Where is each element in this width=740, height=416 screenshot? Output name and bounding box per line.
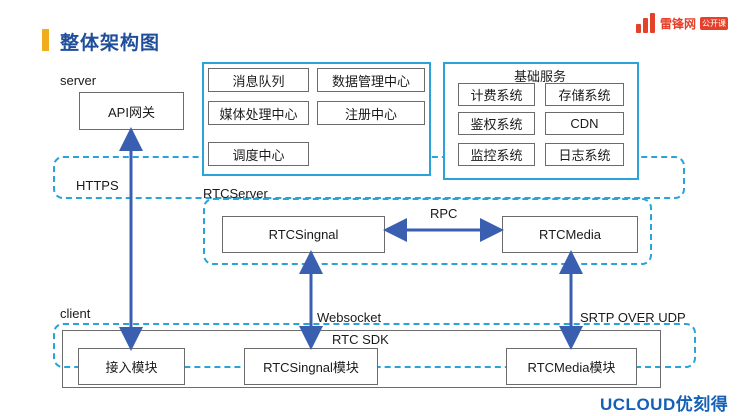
rpc-label: RPC (430, 206, 458, 221)
service-label: 日志系统 (558, 148, 611, 163)
rtc-media-label: RTCMedia (539, 227, 601, 242)
module-data-management: 数据管理中心 (317, 68, 425, 92)
service-billing: 计费系统 (458, 83, 535, 106)
media-module-label: RTCMedia模块 (527, 360, 616, 375)
server-label: server (60, 73, 97, 88)
module-label: 调度中心 (232, 147, 285, 163)
service-auth: 鉴权系统 (458, 112, 535, 135)
module-label: 数据管理中心 (331, 73, 410, 89)
service-label: 存储系统 (558, 88, 611, 103)
access-module-label: 接入模块 (105, 360, 158, 375)
basic-services-title: 基础服务 (514, 69, 567, 84)
api-gateway-label: API网关 (108, 104, 155, 120)
module-scheduler: 调度中心 (208, 142, 309, 166)
service-storage: 存储系统 (545, 83, 624, 106)
brand-logo: 雷锋网 公开课 (636, 12, 729, 34)
page-title: 整体架构图 (60, 33, 161, 54)
signal-module-label: RTCSingnal模块 (263, 360, 359, 375)
rtcserver-label: RTCServer (203, 186, 268, 201)
rtc-signal-box: RTCSingnal (222, 216, 385, 253)
client-label: client (60, 306, 91, 321)
signal-module-box: RTCSingnal模块 (244, 348, 378, 385)
module-message-queue: 消息队列 (208, 68, 309, 92)
module-label: 消息队列 (232, 73, 285, 89)
service-label: 监控系统 (470, 148, 523, 163)
service-label: CDN (570, 116, 599, 131)
title-accent-bar (42, 29, 49, 51)
module-label: 媒体处理中心 (219, 106, 298, 122)
service-label: 鉴权系统 (470, 117, 523, 132)
service-cdn: CDN (545, 112, 624, 135)
logo-badge: 公开课 (700, 16, 729, 30)
access-module-box: 接入模块 (78, 348, 185, 385)
logo-bars-icon (636, 13, 656, 33)
logo-text: 雷锋网 (660, 16, 697, 31)
module-registry: 注册中心 (317, 101, 425, 125)
rtc-media-box: RTCMedia (502, 216, 638, 253)
rtcserver-region (203, 198, 652, 265)
service-label: 计费系统 (470, 88, 523, 103)
rtc-signal-label: RTCSingnal (268, 227, 339, 242)
api-gateway-box: API网关 (79, 92, 184, 130)
websocket-label: Websocket (317, 310, 382, 325)
service-logging: 日志系统 (545, 143, 624, 166)
module-media-processing: 媒体处理中心 (208, 101, 309, 125)
srtp-label: SRTP OVER UDP (580, 310, 686, 325)
service-monitoring: 监控系统 (458, 143, 535, 166)
https-label: HTTPS (76, 178, 119, 193)
ucloud-logo: UCLOUD优刻得 (600, 395, 729, 414)
rtc-sdk-label: RTC SDK (332, 332, 389, 347)
module-label: 注册中心 (344, 106, 397, 122)
rtc-sdk-frame (62, 330, 661, 388)
